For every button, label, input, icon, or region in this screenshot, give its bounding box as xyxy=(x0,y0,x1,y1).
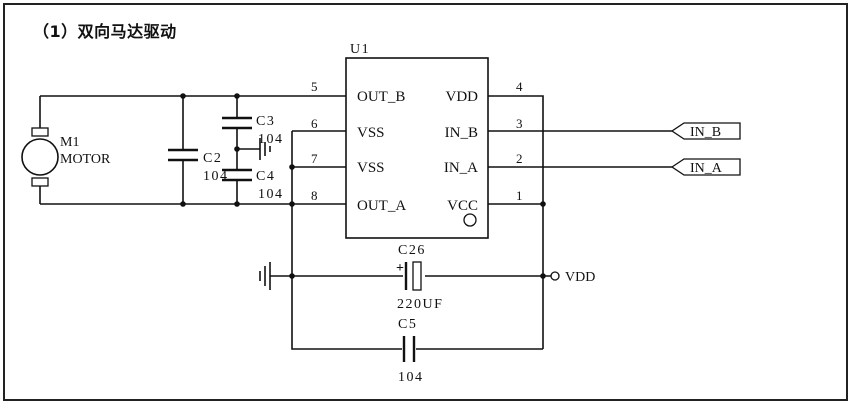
wire-ground-rail xyxy=(291,167,543,350)
junctions xyxy=(180,93,546,279)
vdd-terminal: VDD xyxy=(550,270,595,285)
pin-name-out-a: OUT_A xyxy=(357,198,406,214)
c5-value: 104 xyxy=(398,370,424,385)
chip-ref: U1 xyxy=(350,42,370,57)
c4-ref: C4 xyxy=(256,169,275,184)
wire-vdd-rail xyxy=(488,95,544,349)
c26-plate-negative xyxy=(412,261,422,291)
c5-ref: C5 xyxy=(398,317,417,332)
c2-ref: C2 xyxy=(203,151,222,166)
capacitor-c26: + C26 220UF xyxy=(396,243,443,312)
port-in-a: IN_A xyxy=(670,158,741,176)
ground-icon xyxy=(259,262,271,290)
vdd-label: VDD xyxy=(565,270,595,285)
pin-name-in-a: IN_A xyxy=(444,160,478,176)
pin-name-in-b: IN_B xyxy=(445,125,478,141)
c26-polarity: + xyxy=(396,261,404,276)
wires-right xyxy=(425,95,672,349)
port-in-b-label: IN_B xyxy=(690,125,721,140)
motor-m1: M1 MOTOR xyxy=(21,127,111,187)
capacitor-c2: C2 104 xyxy=(168,96,229,204)
pin-name-out-b: OUT_B xyxy=(357,89,405,105)
c26-value: 220UF xyxy=(397,297,443,312)
c4-value: 104 xyxy=(258,187,284,202)
c26-ref: C26 xyxy=(398,243,426,258)
motor-icon xyxy=(21,138,59,176)
c3-ref: C3 xyxy=(256,114,275,129)
c5-gap xyxy=(402,336,416,362)
pin-num-1: 1 xyxy=(516,188,523,203)
wires-left xyxy=(39,95,543,350)
capacitor-c4: C4 104 xyxy=(222,149,284,204)
motor-value: MOTOR xyxy=(60,152,111,167)
pin-name-vss-6: VSS xyxy=(357,125,385,141)
pin-num-3: 3 xyxy=(516,116,523,131)
chip-pin1-marker xyxy=(463,213,477,227)
junction xyxy=(289,273,295,279)
pin-name-vcc: VCC xyxy=(447,198,478,214)
pin-num-6: 6 xyxy=(311,116,318,131)
port-in-a-label: IN_A xyxy=(690,161,723,176)
chip-u1: U1 OUT_B VSS VSS OUT_A VDD IN_B IN_A VCC… xyxy=(311,42,523,239)
diagram-heading: （1）双向马达驱动 xyxy=(33,22,177,41)
diagram-frame xyxy=(3,3,848,401)
pin-name-vdd: VDD xyxy=(446,89,479,105)
port-in-a-icon xyxy=(670,158,741,176)
port-in-b-icon xyxy=(670,122,741,140)
pin-name-vss-7: VSS xyxy=(357,160,385,176)
c2-value: 104 xyxy=(203,169,229,184)
chip-body xyxy=(345,57,489,239)
pin-num-4: 4 xyxy=(516,79,523,94)
pin-num-2: 2 xyxy=(516,151,523,166)
capacitor-c5: C5 104 xyxy=(398,317,424,385)
junction xyxy=(289,164,295,170)
motor-brush-bottom xyxy=(31,177,49,187)
pin-num-7: 7 xyxy=(311,151,318,166)
motor-brush-top xyxy=(31,127,49,137)
junction xyxy=(540,201,546,207)
motor-ref: M1 xyxy=(60,135,79,150)
c3-value: 104 xyxy=(258,132,284,147)
port-in-b: IN_B xyxy=(670,122,741,140)
pin-num-8: 8 xyxy=(311,188,318,203)
pin-num-5: 5 xyxy=(311,79,318,94)
vdd-terminal-icon xyxy=(550,271,560,281)
ground-icon xyxy=(259,138,271,160)
capacitor-c3: C3 104 xyxy=(222,96,284,149)
junction xyxy=(540,273,546,279)
junction xyxy=(289,201,295,207)
